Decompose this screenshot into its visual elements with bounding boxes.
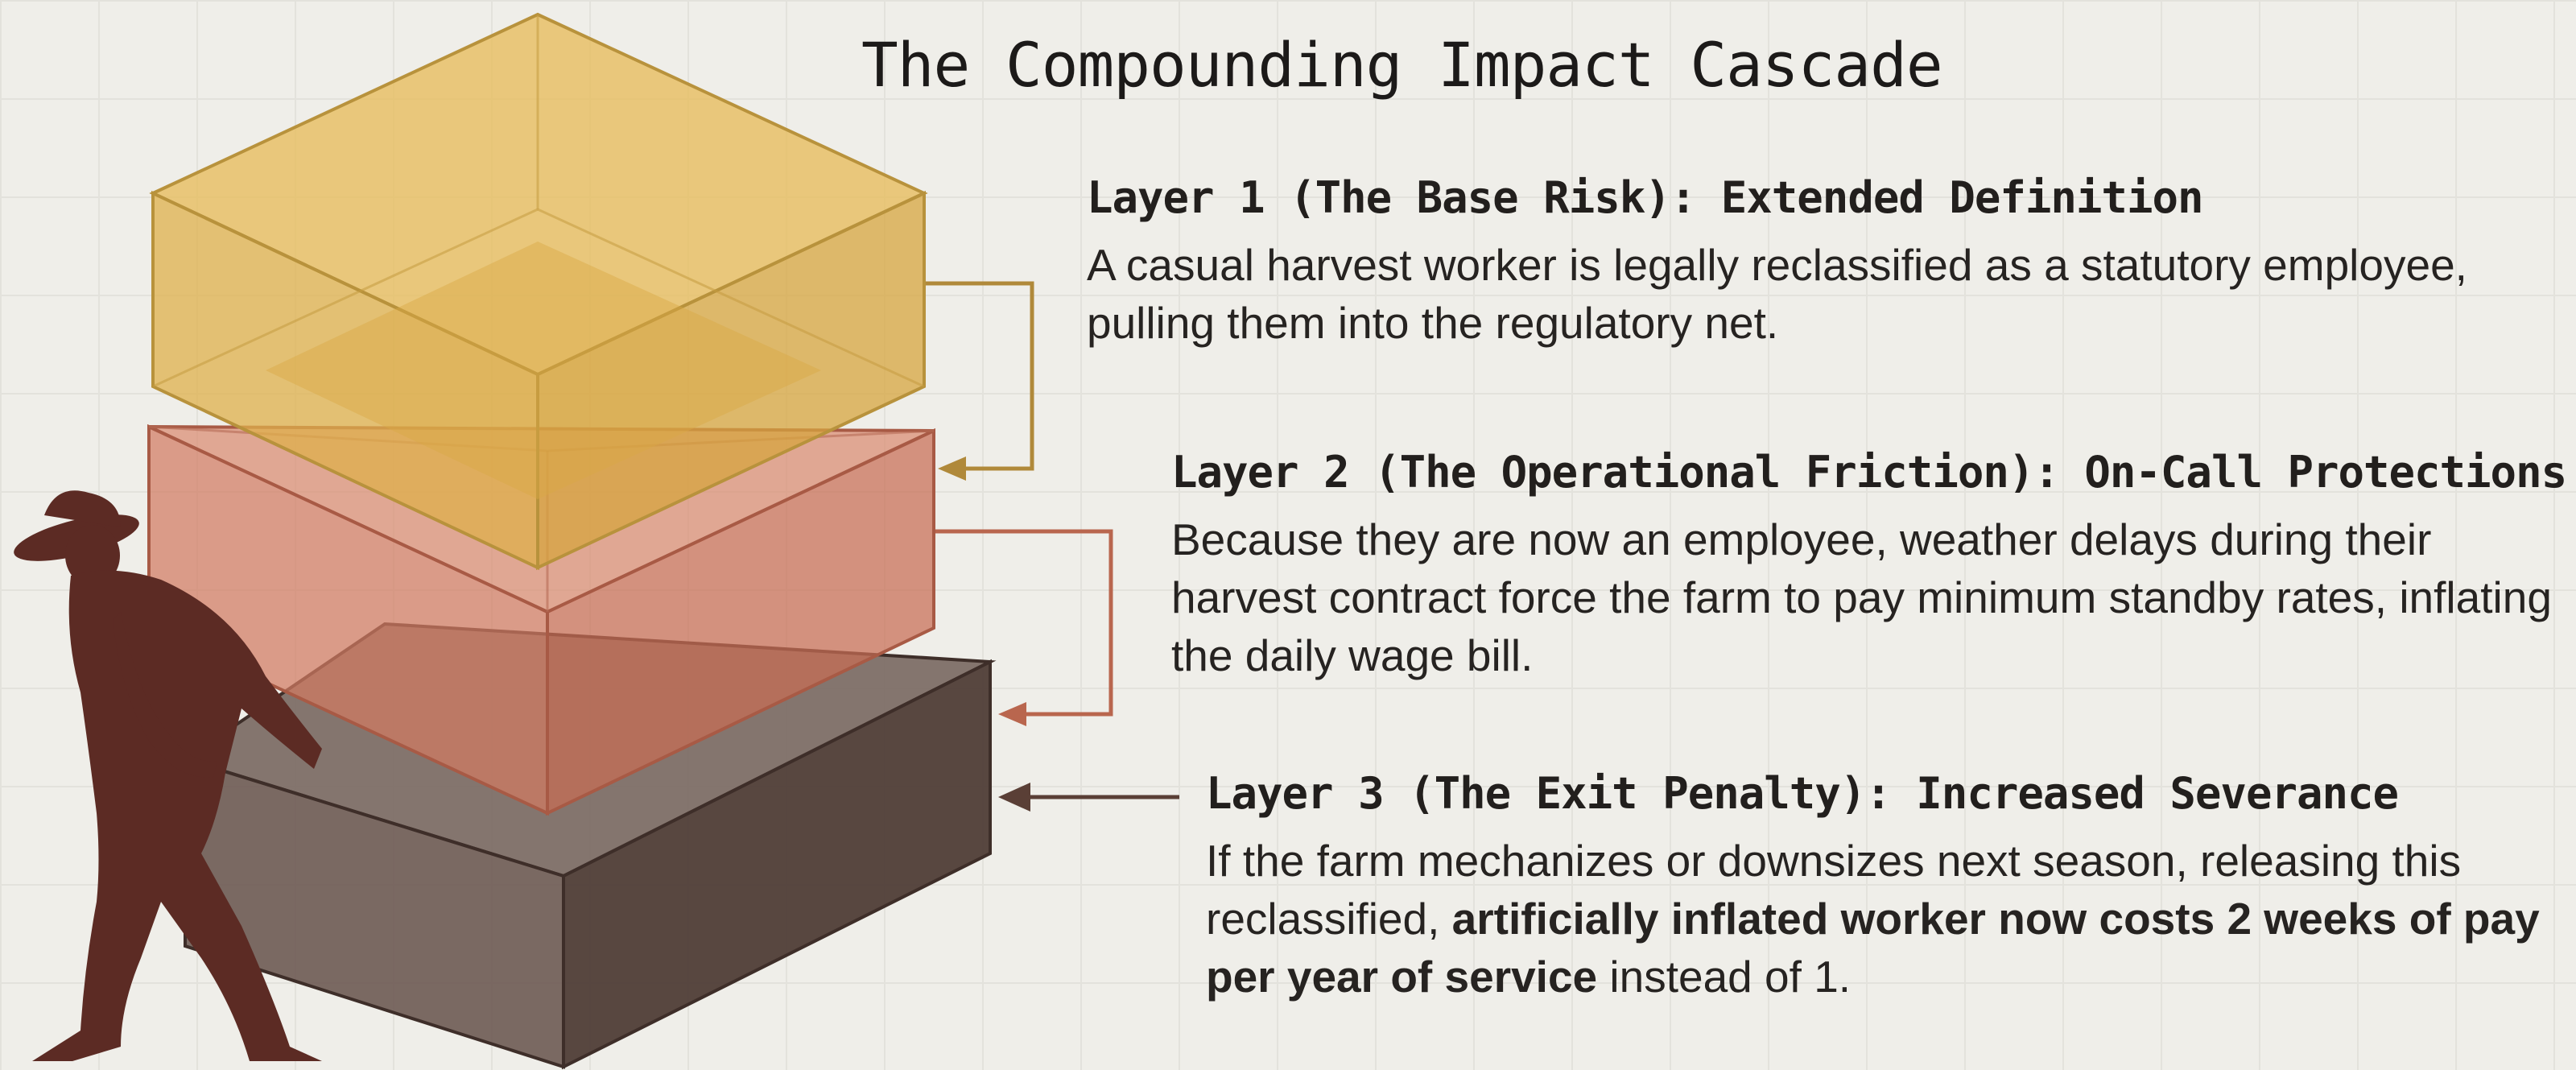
page-title: The Compounding Impact Cascade (861, 29, 1943, 101)
layer-2-body: Because they are now an employee, weathe… (1171, 514, 2552, 680)
farm-worker-silhouette-icon (14, 490, 322, 1061)
layer-3-body-intro: If the farm mechanizes or downsizes next… (1206, 836, 2462, 944)
layer-3-body-outro: instead of 1. (1597, 952, 1852, 1002)
layer-1-body: A casual harvest worker is legally recla… (1087, 240, 2467, 348)
layer-3-body-emphasis: artificially inflated worker now costs 2… (1206, 894, 2540, 1002)
arrow-layer2-to-layer3 (935, 529, 1113, 726)
layer-1-block (149, 12, 928, 571)
arrow-to-layer3 (998, 783, 1179, 812)
arrow-layer1-to-layer2 (926, 281, 1034, 481)
layer-2-heading: Layer 2 (The Operational Friction): On-C… (1171, 447, 2567, 498)
layer-3-description: Layer 3 (The Exit Penalty): Increased Se… (1206, 768, 2574, 1006)
layer-2-description: Layer 2 (The Operational Friction): On-C… (1171, 447, 2572, 684)
layer-3-heading: Layer 3 (The Exit Penalty): Increased Se… (1206, 768, 2399, 819)
layer-1-description: Layer 1 (The Base Risk): Extended Defini… (1087, 172, 2552, 352)
layer-1-heading: Layer 1 (The Base Risk): Extended Defini… (1087, 172, 2203, 223)
layer-3-body: If the farm mechanizes or downsizes next… (1206, 832, 2574, 1006)
